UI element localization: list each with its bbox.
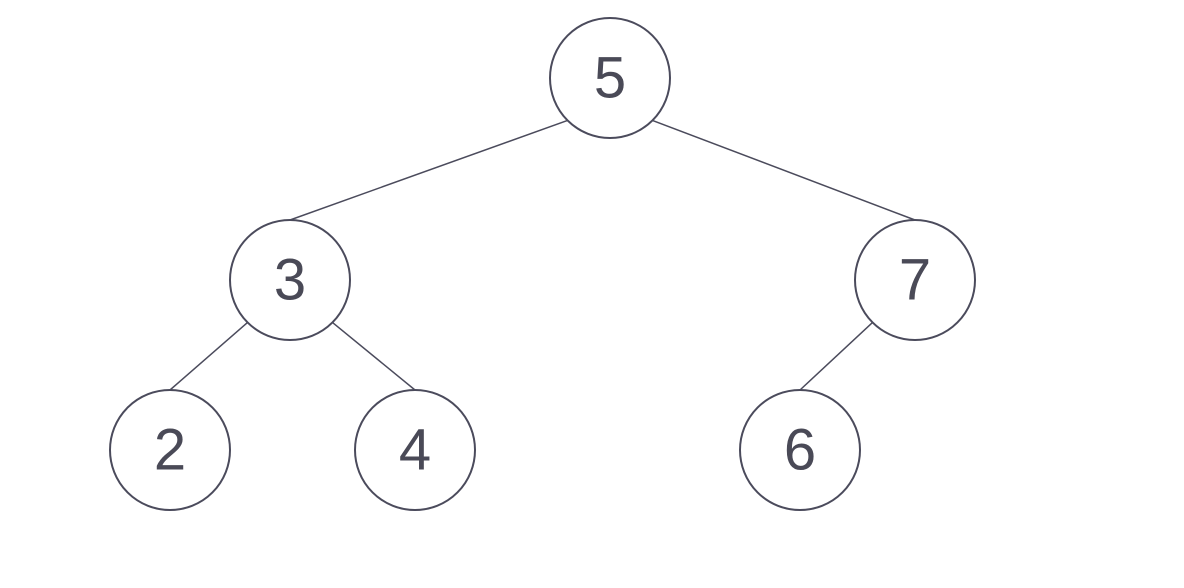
node-value: 6 [784, 418, 816, 483]
node-circle [739, 389, 861, 511]
tree-edge-7-6 [799, 321, 874, 391]
node-circle [354, 389, 476, 511]
node-value: 4 [399, 418, 431, 483]
tree-node-3: 3 [229, 219, 351, 341]
tree-node-7: 7 [854, 219, 976, 341]
tree-node-5: 5 [549, 17, 671, 139]
tree-edge-5-7 [652, 119, 916, 221]
node-value: 7 [899, 248, 931, 313]
tree-edge-3-4 [331, 321, 416, 391]
tree-edge-3-2 [169, 321, 249, 391]
node-value: 3 [274, 248, 306, 313]
node-value: 5 [594, 46, 626, 111]
node-circle [109, 389, 231, 511]
tree-node-2: 2 [109, 389, 231, 511]
tree-node-4: 4 [354, 389, 476, 511]
node-circle [854, 219, 976, 341]
node-circle [229, 219, 351, 341]
tree-node-6: 6 [739, 389, 861, 511]
node-circle [549, 17, 671, 139]
node-value: 2 [154, 418, 186, 483]
tree-edge-5-3 [289, 119, 568, 221]
